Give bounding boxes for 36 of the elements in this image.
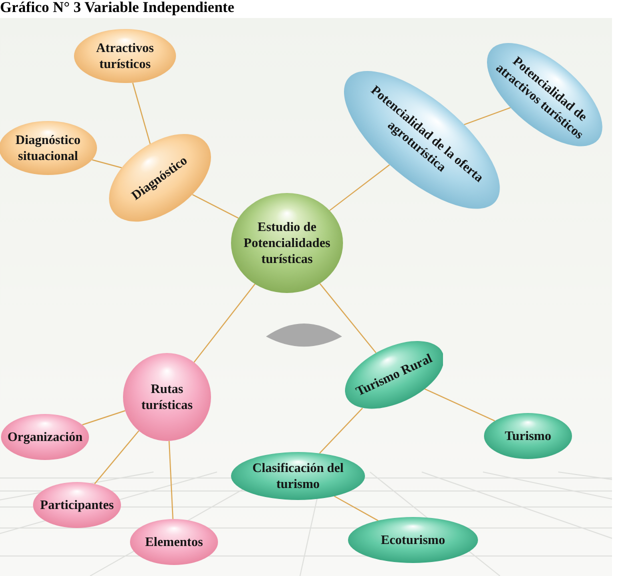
node-text: Atractivos turísticos <box>95 40 155 72</box>
circle-node <box>231 193 343 293</box>
ellipse-node <box>484 413 572 459</box>
node-text: Ecoturismo <box>380 532 446 548</box>
node-text: Clasificación del turismo <box>251 460 345 492</box>
connector-line <box>94 430 140 484</box>
ellipse-node <box>130 519 218 565</box>
connector-line <box>334 496 378 522</box>
connector-line <box>319 408 363 454</box>
node-text: Rutas turísticas <box>140 380 194 414</box>
connector-line <box>132 82 151 144</box>
connector-line <box>424 388 496 422</box>
ellipse-node <box>108 134 211 222</box>
connector-line <box>464 107 511 126</box>
ellipse-node <box>487 43 603 147</box>
circle-node <box>123 353 211 441</box>
ellipse-node <box>344 341 444 409</box>
connector-line <box>192 194 239 219</box>
ellipse-node <box>33 482 121 528</box>
node-text: Participantes <box>40 496 114 514</box>
connector-line <box>168 440 174 520</box>
ellipse-node <box>1 414 89 460</box>
connector-line <box>194 284 256 363</box>
node-text: Elementos <box>145 534 203 550</box>
diagram-title: Gráfico N° 3 Variable Independiente <box>0 0 234 17</box>
node-text: Diagnóstico situacional <box>14 132 82 164</box>
node-text: Turismo <box>504 428 552 444</box>
ellipse-node <box>348 517 478 563</box>
connector-line <box>92 159 122 168</box>
connector-line <box>329 164 390 211</box>
node-text: Estudio de Potencialidades turísticas <box>242 218 332 268</box>
connector-line <box>319 283 376 354</box>
node-text: Organización <box>7 428 83 446</box>
connector-line <box>82 410 126 426</box>
ellipse-node <box>74 29 176 83</box>
ellipse-node <box>231 452 365 500</box>
